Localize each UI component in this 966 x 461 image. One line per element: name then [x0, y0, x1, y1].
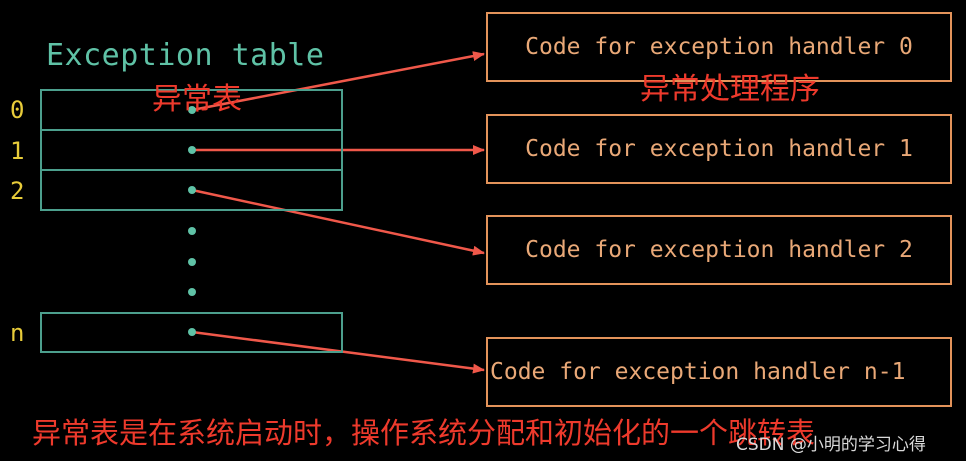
handler-label: Code for exception handler 0	[525, 34, 913, 60]
pointer-dot-2	[188, 186, 196, 194]
pointer-dot-1	[188, 146, 196, 154]
table-row-n	[40, 312, 343, 353]
handler-label: Code for exception handler 2	[525, 237, 913, 263]
ellipsis-dot	[188, 227, 196, 235]
handler-box-2: Code for exception handler 2	[486, 215, 952, 285]
pointer-dot-0	[188, 106, 196, 114]
arrow-entry-0	[191, 51, 485, 112]
handler-label: Code for exception handler 1	[525, 136, 913, 162]
handler-box-n-minus-1: Code for exception handler n-1	[486, 337, 952, 407]
handler-label: Code for exception handler n-1	[490, 359, 906, 385]
index-label-1: 1	[10, 137, 25, 165]
ellipsis-dot	[188, 258, 196, 266]
ellipsis-dot	[188, 288, 196, 296]
caption: 异常表是在系统启动时，操作系统分配和初始化的一个跳转表	[32, 416, 816, 450]
table-row-2	[40, 169, 343, 211]
exception-table-title: Exception table	[46, 38, 325, 73]
handler-box-0: Code for exception handler 0	[486, 12, 952, 82]
index-label-2: 2	[10, 177, 25, 205]
handler-box-1: Code for exception handler 1	[486, 114, 952, 184]
pointer-dot-n	[188, 328, 196, 336]
handlers-annotation: 异常处理程序	[640, 72, 820, 107]
watermark: CSDN @小明的学习心得	[736, 435, 926, 455]
exception-table-annotation: 异常表	[152, 82, 242, 117]
arrow-entry-2	[191, 188, 485, 256]
index-label-0: 0	[10, 96, 25, 124]
index-label-n: n	[10, 319, 25, 347]
